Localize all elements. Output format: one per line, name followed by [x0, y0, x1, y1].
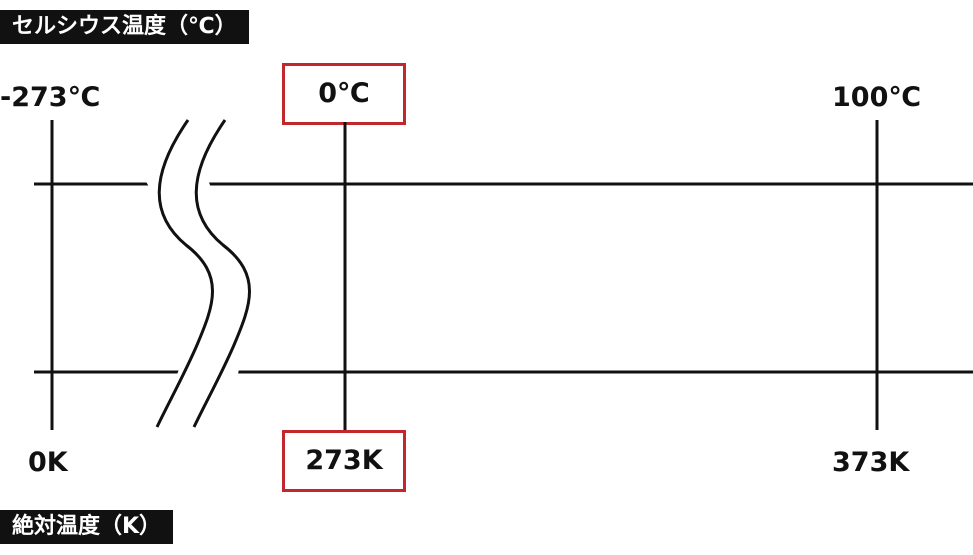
kelvin-tick-373: 373K: [832, 447, 910, 478]
kelvin-tick-273: 273K: [305, 445, 383, 476]
scale-break-line-right: [192, 119, 251, 428]
kelvin-scale-title: 絶対温度（K）: [0, 510, 174, 544]
celsius-scale-title: セルシウス温度（℃）: [0, 10, 249, 44]
celsius-tick-100: 100℃: [832, 82, 922, 113]
celsius-tick-0: 0℃: [318, 78, 370, 109]
scale-break-gap: [127, 150, 251, 420]
highlight-box-273-kelvin: 273K: [282, 430, 406, 492]
scale-break-line-left: [155, 119, 214, 428]
kelvin-tick-0: 0K: [28, 447, 68, 478]
celsius-tick-minus-273: -273℃: [0, 82, 101, 113]
